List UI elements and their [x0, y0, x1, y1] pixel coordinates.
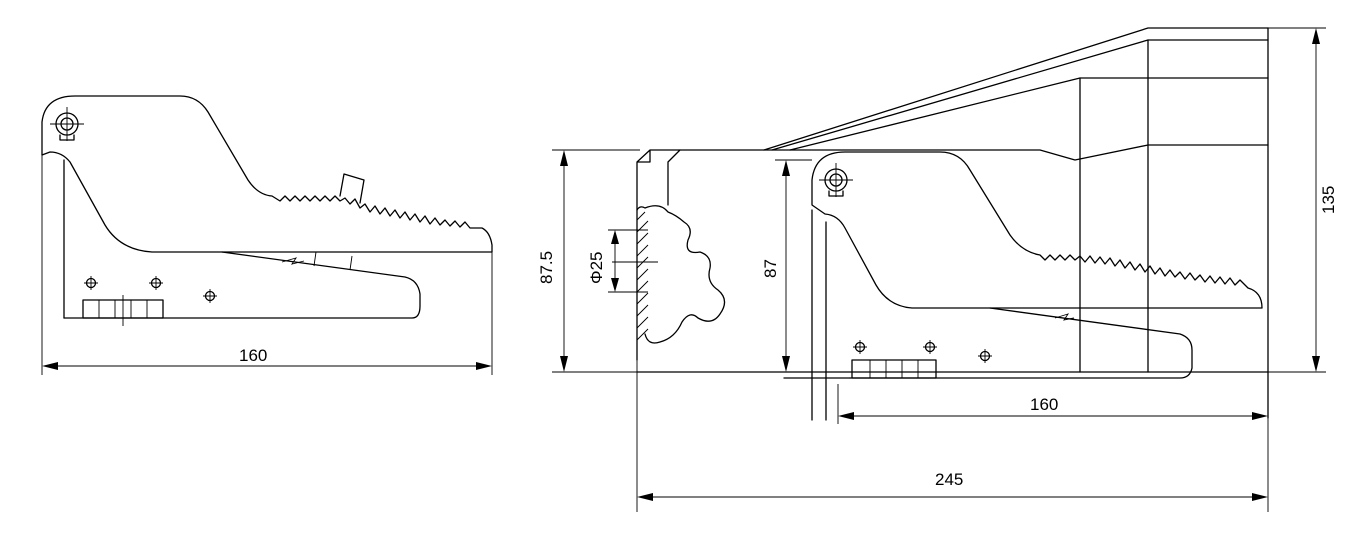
dim-phi25-group: Φ25	[587, 229, 648, 293]
right-hinge-arm	[811, 209, 827, 421]
dim-87: 87	[761, 259, 780, 278]
left-pivot-cross	[50, 107, 84, 141]
dim-87-group: 87	[761, 159, 812, 372]
cover-top-slope	[763, 27, 1269, 151]
left-pivot-bracket	[59, 134, 75, 141]
left-pedal-outline	[41, 95, 493, 253]
dim-right-160: 160	[1030, 395, 1058, 414]
left-pedal-view	[41, 95, 493, 326]
dim-135-group: 135	[1262, 27, 1338, 373]
dim-245: 245	[935, 470, 963, 489]
cover-break-section	[636, 205, 726, 344]
right-spring-mark	[1054, 313, 1075, 321]
dim-87-5: 87.5	[537, 251, 556, 284]
dim-phi25: Φ25	[587, 252, 606, 284]
left-latch	[339, 173, 365, 204]
dim-135: 135	[1319, 186, 1338, 214]
cover-base-line	[636, 371, 1269, 379]
right-connector	[851, 359, 937, 379]
right-cover-view	[612, 27, 1269, 421]
left-connector	[82, 295, 164, 326]
dim-right-160-group: 160	[837, 384, 1268, 424]
left-spring-marks	[281, 251, 353, 271]
left-base	[63, 251, 421, 319]
dim-245-group: 245	[636, 360, 1269, 512]
left-bolt-holes	[84, 276, 217, 303]
right-pivot-bracket	[828, 190, 844, 197]
cover-hatch	[636, 211, 649, 341]
dim-87-5-group: 87.5	[537, 149, 640, 373]
right-pedal-outline	[811, 151, 1263, 309]
left-dimension-160: 160	[41, 155, 493, 375]
right-bolt-holes	[853, 340, 992, 363]
right-pedal-base	[849, 307, 1193, 379]
right-pivot-cross	[819, 163, 853, 197]
cover-verticals	[1079, 27, 1269, 419]
dim-left-160: 160	[239, 346, 267, 365]
cover-front-face	[636, 144, 1269, 361]
